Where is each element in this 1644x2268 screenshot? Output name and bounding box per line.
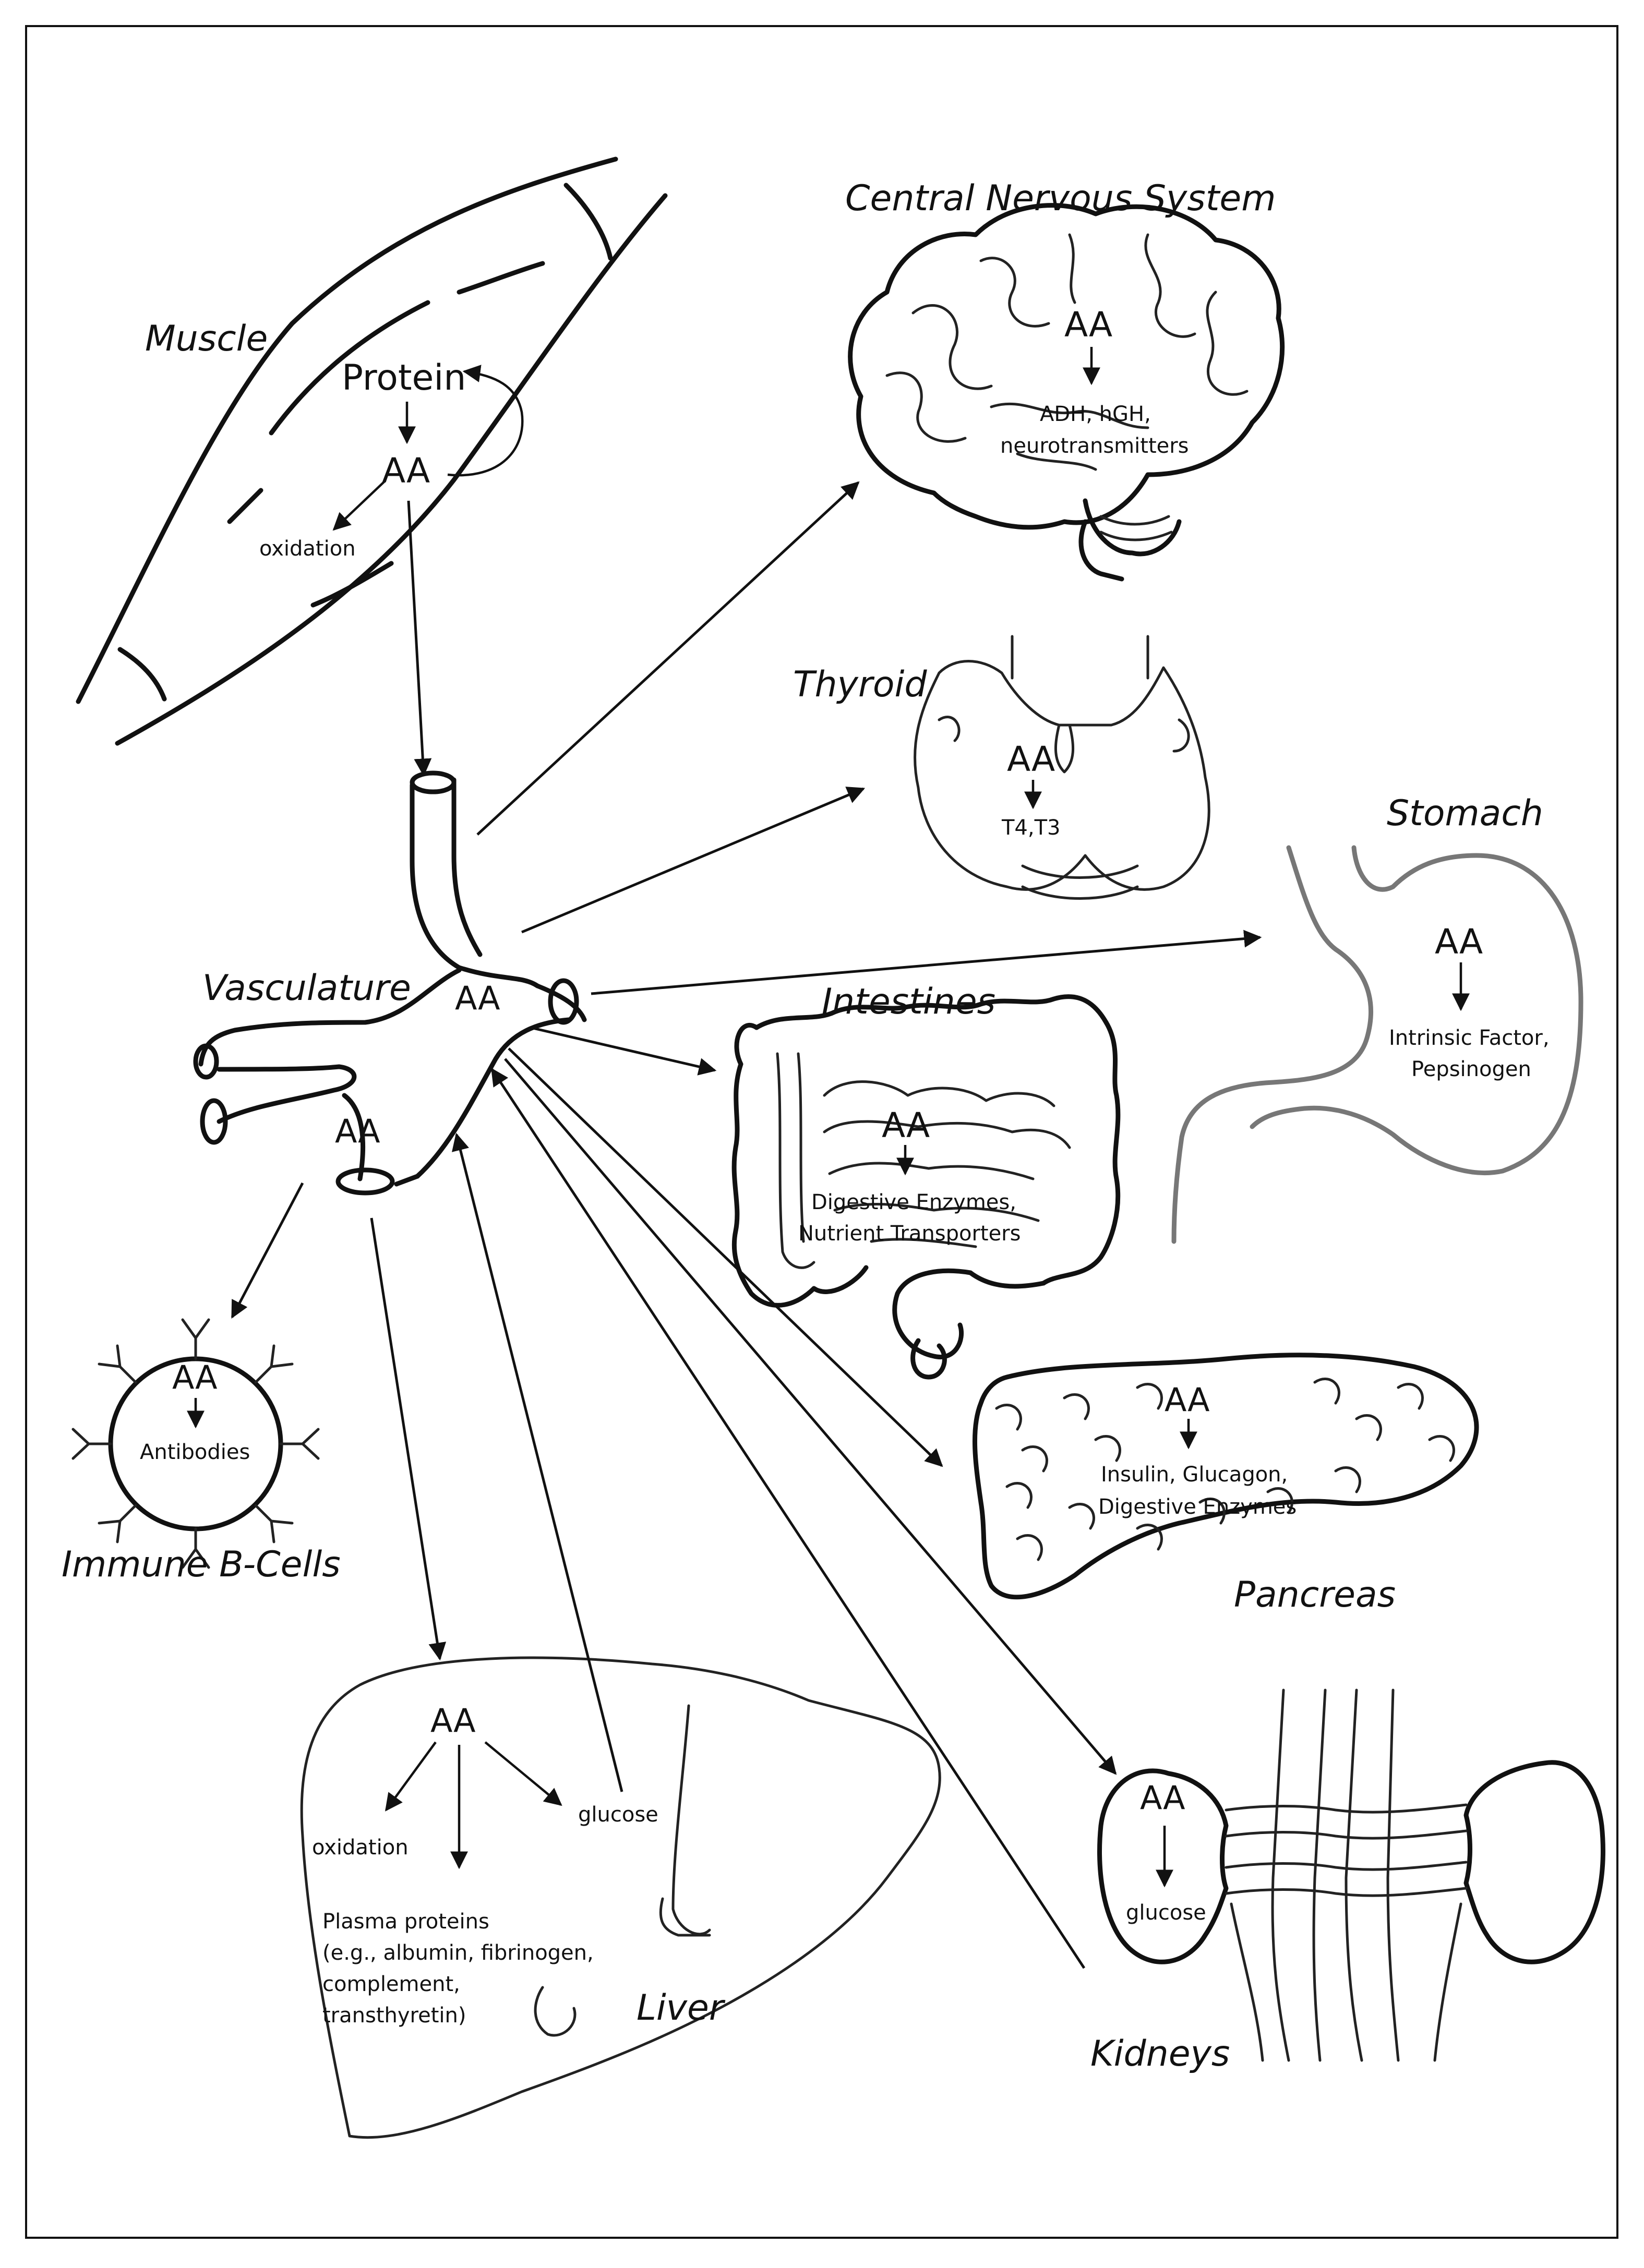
immune-aa: AA xyxy=(172,1358,218,1396)
cns-product-line-2: neurotransmitters xyxy=(1000,434,1189,458)
cns-label: Central Nervous System xyxy=(845,178,1276,219)
immune-label: Immune B-Cells xyxy=(62,1544,341,1585)
kidneys-drawing xyxy=(1097,1688,1605,2062)
vasculature-to-stomach-arrow xyxy=(591,930,1262,995)
kidneys-glucose: glucose xyxy=(1126,1901,1206,1925)
liver-drawing xyxy=(300,1656,941,2139)
vasculature-to-immune-arrow xyxy=(231,1182,304,1319)
brain-drawing xyxy=(848,203,1285,582)
stomach-aa: AA xyxy=(1435,922,1483,962)
muscle-drawing xyxy=(76,156,668,746)
kidneys-label: Kidneys xyxy=(1090,2033,1230,2074)
vasculature-to-intestines-arrow xyxy=(530,1026,717,1076)
vasculature-aa-upper: AA xyxy=(455,979,500,1017)
muscle-oxidation: oxidation xyxy=(259,537,356,561)
vasculature-to-thyroid-arrow xyxy=(521,787,866,934)
immune-product: Antibodies xyxy=(140,1440,250,1464)
cns-product-line-1: ADH, hGH, xyxy=(1040,402,1151,426)
pancreas-product-line-2: Digestive Enzymes xyxy=(1098,1495,1297,1519)
thyroid-aa: AA xyxy=(1007,739,1055,779)
muscle-protein: Protein xyxy=(342,357,466,399)
stomach-label: Stomach xyxy=(1387,793,1543,834)
liver-plasma-line-1: Plasma proteins xyxy=(322,1910,489,1934)
liver-aa: AA xyxy=(430,1702,476,1740)
vasculature-to-pancreas-arrow xyxy=(508,1047,943,1467)
pancreas-aa: AA xyxy=(1165,1381,1210,1419)
kidneys-glucose-to-vasculature-arrow xyxy=(490,1068,1086,1969)
thyroid-label: Thyroid xyxy=(793,664,927,705)
vasculature-aa-lower: AA xyxy=(335,1112,380,1150)
intestines-product-line-2: Nutrient Transporters xyxy=(798,1222,1021,1246)
vasculature-to-cns-arrow xyxy=(476,481,860,836)
liver-plasma-line-2: (e.g., albumin, fibrinogen, xyxy=(322,1941,594,1965)
vasculature-to-liver-arrow xyxy=(370,1217,447,1661)
intestines-aa: AA xyxy=(882,1105,930,1145)
stomach-drawing xyxy=(1171,845,1583,1244)
page-border xyxy=(25,25,1618,2239)
muscle-aa: AA xyxy=(382,451,430,491)
liver-plasma-line-4: transthyretin) xyxy=(322,2004,466,2028)
thyroid-drawing xyxy=(914,635,1210,900)
muscle-to-vasculature-arrow xyxy=(407,500,432,777)
b-cell-drawing xyxy=(71,1318,320,1569)
stomach-product-line-1: Intrinsic Factor, xyxy=(1389,1026,1550,1050)
liver-arrow-aa-to-glucose xyxy=(484,1741,562,1806)
cns-aa: AA xyxy=(1064,305,1112,345)
muscle-recycle-arrow xyxy=(447,365,524,477)
liver-glucose-to-vasculature-arrow xyxy=(451,1132,623,1792)
intestines-label: Intestines xyxy=(822,981,995,1022)
stomach-product-line-2: Pepsinogen xyxy=(1411,1057,1531,1081)
liver-plasma-line-3: complement, xyxy=(322,1972,460,1996)
pancreas-drawing xyxy=(972,1353,1479,1600)
vasculature-drawing xyxy=(193,770,587,1196)
liver-arrow-aa-to-oxidation xyxy=(385,1741,437,1812)
muscle-arrow-aa-to-oxidation xyxy=(332,480,386,531)
vasculature-to-kidneys-arrow xyxy=(504,1058,1117,1775)
intestines-drawing xyxy=(731,994,1121,1380)
liver-label: Liver xyxy=(637,1987,726,2029)
intestines-product-line-1: Digestive Enzymes, xyxy=(811,1190,1016,1214)
pancreas-product-line-1: Insulin, Glucagon, xyxy=(1101,1463,1288,1487)
liver-oxidation: oxidation xyxy=(312,1836,409,1860)
muscle-label: Muscle xyxy=(145,318,268,359)
thyroid-product: T4,T3 xyxy=(1001,816,1060,840)
liver-glucose: glucose xyxy=(578,1803,658,1827)
kidneys-aa: AA xyxy=(1140,1779,1185,1817)
pancreas-label: Pancreas xyxy=(1234,1574,1396,1615)
vasculature-label: Vasculature xyxy=(202,968,411,1009)
